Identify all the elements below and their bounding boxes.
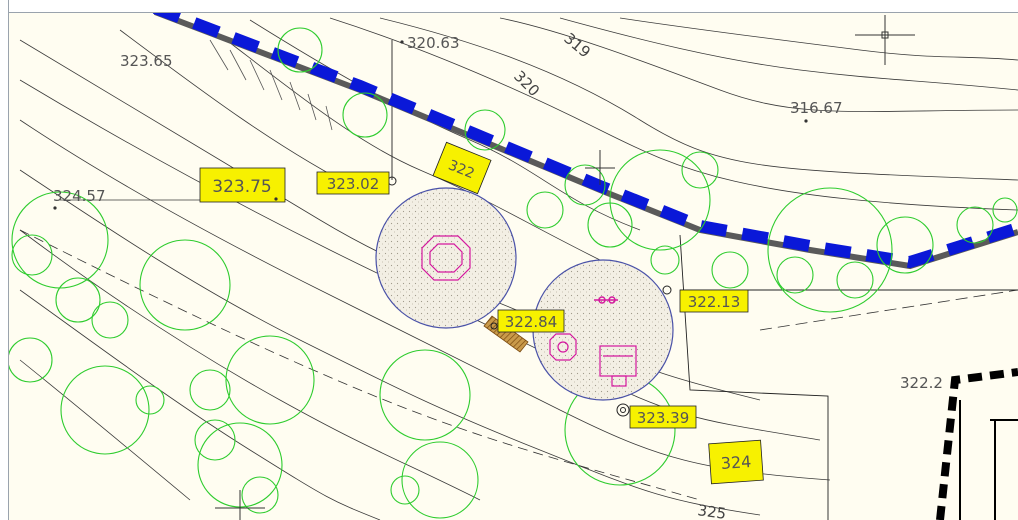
contour-label-325: 325 bbox=[696, 501, 727, 520]
svg-text:323.39: 323.39 bbox=[637, 409, 690, 427]
highlight-label-h2[interactable]: 323.02 bbox=[316, 171, 390, 195]
small-symbol bbox=[594, 296, 618, 304]
spot-point bbox=[53, 206, 57, 210]
svg-text:325: 325 bbox=[696, 501, 727, 520]
octagon-fixture bbox=[421, 235, 471, 281]
building-detail bbox=[959, 400, 1018, 520]
spot-point bbox=[400, 40, 404, 44]
svg-text:323.75: 323.75 bbox=[212, 177, 271, 197]
building-footprint bbox=[936, 368, 1018, 520]
svg-text:322.13: 322.13 bbox=[688, 293, 741, 311]
trees bbox=[7, 27, 1018, 519]
dashed-boundary-line bbox=[19, 229, 701, 501]
spot-elevation-316-67: 316.67 bbox=[790, 99, 843, 117]
window-left-edge bbox=[0, 0, 9, 520]
highlight-label-h1[interactable]: 323.75 bbox=[199, 167, 286, 203]
small-round-fixture bbox=[549, 333, 577, 361]
window-top-edge bbox=[0, 0, 1018, 13]
spot-elevation-324-57: 324.57 bbox=[53, 187, 106, 205]
spot-point bbox=[804, 119, 808, 123]
svg-text:324: 324 bbox=[720, 452, 752, 473]
highlight-label-h7[interactable]: 322 bbox=[432, 141, 492, 195]
spot-elevation-322-2: 322.2 bbox=[900, 374, 943, 392]
highlight-label-h3[interactable]: 322.13 bbox=[679, 289, 749, 313]
spot-point bbox=[274, 197, 278, 201]
svg-text:323.02: 323.02 bbox=[327, 175, 380, 193]
equipment-fixture bbox=[599, 345, 637, 387]
survey-points bbox=[387, 176, 672, 417]
wood-bench bbox=[483, 315, 529, 353]
highlight-label-h6[interactable]: 324 bbox=[708, 439, 764, 485]
spot-elevation-323-65: 323.65 bbox=[120, 52, 173, 70]
highlight-label-h4[interactable]: 322.84 bbox=[497, 309, 565, 333]
highlight-label-h5[interactable]: 323.39 bbox=[629, 405, 697, 429]
svg-text:322.84: 322.84 bbox=[505, 313, 558, 331]
embankment-hatch bbox=[209, 39, 333, 131]
crosshair-markers bbox=[215, 15, 915, 520]
concrete-pad-left bbox=[375, 187, 517, 329]
spot-elevation-320-63: 320.63 bbox=[407, 34, 460, 52]
dashed-property-line bbox=[759, 289, 1018, 331]
